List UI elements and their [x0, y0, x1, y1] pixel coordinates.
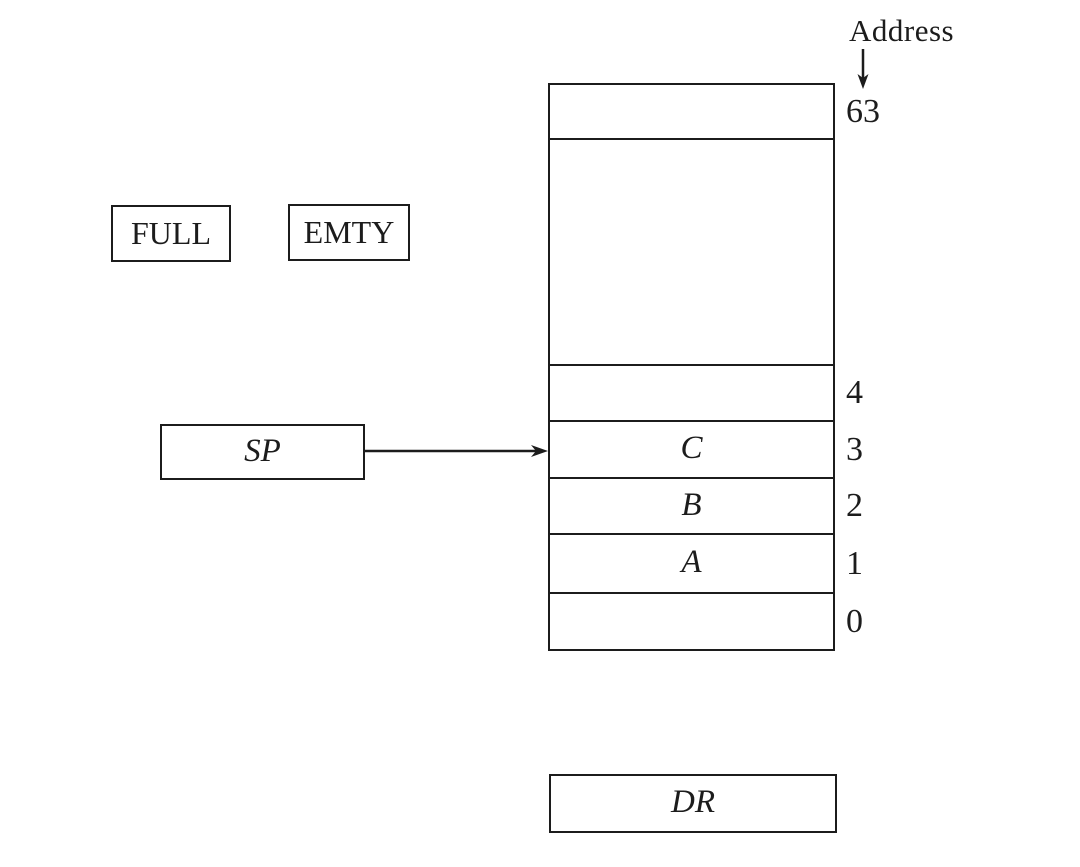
dr-register-label: DR: [671, 784, 715, 820]
stack-address-4: 4: [846, 374, 863, 411]
stack-row-63: 63: [550, 85, 880, 140]
stack-address-63: 63: [846, 92, 880, 130]
address-label: Address: [849, 13, 955, 48]
stack-address-1: 1: [846, 544, 863, 582]
dr-register-box: DR: [549, 774, 837, 833]
stack-address-0: 0: [846, 602, 863, 640]
stack-address-3: 3: [846, 430, 863, 468]
stack-row-3: C 3: [550, 422, 863, 479]
memory-stack: 63 4 C 3 B 2 A 1 0: [548, 83, 880, 651]
stack-cell-content-c: C: [680, 430, 703, 466]
stack-row-0: 0: [550, 594, 863, 649]
stack-row-1: A 1: [550, 535, 863, 594]
emty-flag-box: EMTY: [288, 204, 410, 261]
emty-flag-label: EMTY: [303, 214, 395, 250]
full-flag-label: FULL: [131, 215, 211, 251]
stack-cell-content-b: B: [681, 486, 702, 523]
stack-row-2: B 2: [550, 479, 863, 535]
stack-row-4: 4: [550, 366, 863, 422]
full-flag-box: FULL: [111, 205, 231, 262]
stack-cell-content-a: A: [681, 544, 702, 580]
stack-address-2: 2: [846, 487, 863, 524]
address-down-arrow-icon: [857, 49, 869, 89]
stack-row-gap: [550, 140, 833, 366]
sp-register-box: SP: [160, 424, 365, 480]
sp-register-label: SP: [244, 432, 281, 469]
sp-pointer-arrow-icon: [365, 445, 548, 457]
